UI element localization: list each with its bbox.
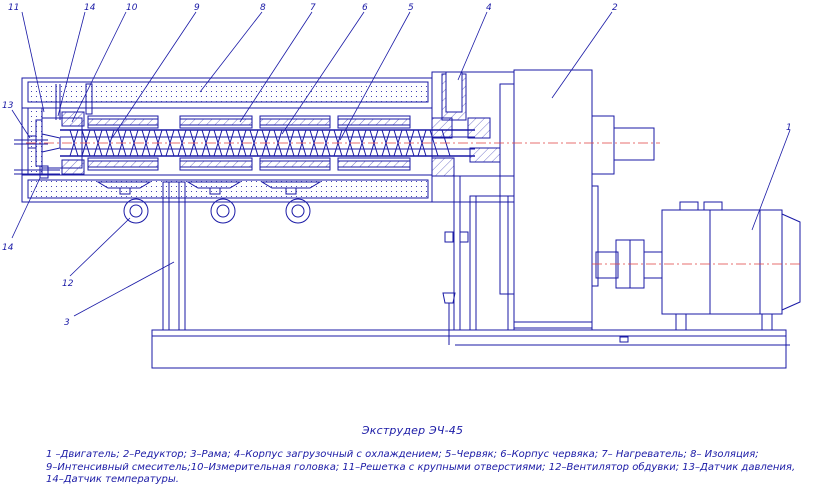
legend-line-3: 14–Датчик температуры. [46,474,179,485]
motor [661,201,801,331]
measuring-head [35,83,93,175]
callout-12: 12 [62,279,74,289]
callout-1: 1 [786,123,792,133]
legend-line-2: 9–Интенсивный смеситель;10–Измерительная… [46,461,796,473]
callout-7: 7 [310,3,316,13]
reducer-gearbox [499,69,655,331]
callout-5: 5 [408,3,414,13]
callout-6: 6 [362,3,368,13]
callout-13: 13 [2,101,14,111]
insulation-housing [21,77,433,203]
leader-lines [11,11,791,317]
callout-9: 9 [194,3,200,13]
loading-housing [431,71,790,346]
callout-2: 2 [612,3,618,13]
callout-14-bottom: 14 [2,243,14,253]
callout-10: 10 [126,3,138,13]
callout-8: 8 [260,3,266,13]
callout-labels: 11 14 10 9 8 7 6 5 4 2 1 13 14 12 3 [2,3,792,328]
drawing-caption: Экструдер ЭЧ-45 [361,424,464,437]
pressure-sensor [14,135,48,149]
callout-14-top: 14 [84,3,96,13]
callout-11: 11 [8,3,19,13]
heater-bands [87,115,411,171]
temperature-sensor [14,84,61,179]
callout-4: 4 [486,3,492,13]
legend-line-1: 1 –Двигатель; 2–Редуктор; 3–Рама; 4–Корп… [46,449,759,460]
callout-3: 3 [64,318,70,328]
parts-legend: 1 –Двигатель; 2–Редуктор; 3–Рама; 4–Корп… [46,449,816,487]
frame [151,181,787,369]
blower-fans [96,181,322,224]
